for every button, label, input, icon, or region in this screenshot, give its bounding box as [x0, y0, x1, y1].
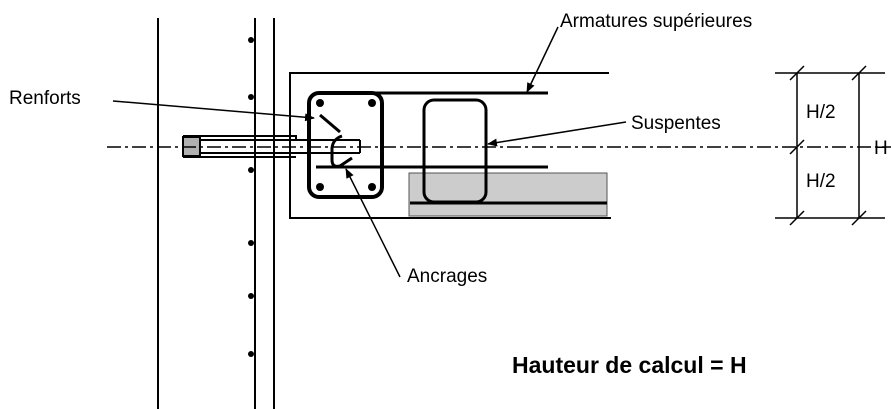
- label-half-top: H/2: [806, 102, 836, 123]
- ancrages-leader: [345, 168, 401, 278]
- tick: [789, 65, 805, 81]
- tick: [851, 210, 867, 226]
- caption: Hauteur de calcul = H: [512, 352, 747, 378]
- rebar-dot: [248, 351, 254, 357]
- suspentes-stirrup: [422, 98, 488, 204]
- leaders: [112, 26, 627, 278]
- column: [157, 18, 275, 409]
- bar-dot: [368, 99, 376, 107]
- rebar-dot: [248, 37, 254, 43]
- label-armatures: Armatures supérieures: [560, 11, 752, 32]
- suspentes-leader: [487, 121, 627, 147]
- armatures-leader: [526, 26, 559, 93]
- upper-plate: [183, 135, 297, 140]
- bar-dot: [316, 183, 324, 191]
- renfort-bar-stub: [319, 113, 341, 134]
- rebar-dot: [248, 94, 254, 100]
- renforts-leader: [112, 100, 315, 122]
- support-plates: [183, 135, 297, 158]
- beam-outline: [289, 72, 611, 219]
- label-total-height: H: [874, 138, 888, 159]
- label-renforts: Renforts: [9, 88, 81, 109]
- bar-dot: [316, 99, 324, 107]
- rebar-dot: [248, 167, 254, 173]
- anchorage-hook: [330, 134, 353, 168]
- label-suspentes: Suspentes: [631, 113, 721, 134]
- renforts-bar-dots: [316, 99, 376, 191]
- tick: [789, 210, 805, 226]
- column-rebar-dots: [248, 37, 254, 357]
- renforts-stirrup: [307, 91, 384, 199]
- tick: [789, 139, 805, 155]
- dimension-lines: [775, 65, 885, 226]
- beam-section: [289, 72, 611, 219]
- bar-dot: [368, 183, 376, 191]
- label-ancrages: Ancrages: [407, 266, 487, 287]
- label-half-bottom: H/2: [806, 171, 836, 192]
- precast-slab: [408, 172, 608, 217]
- rebar-dot: [248, 240, 254, 246]
- renforts-cage: [307, 91, 384, 199]
- rebar-dot: [248, 293, 254, 299]
- tick: [851, 65, 867, 81]
